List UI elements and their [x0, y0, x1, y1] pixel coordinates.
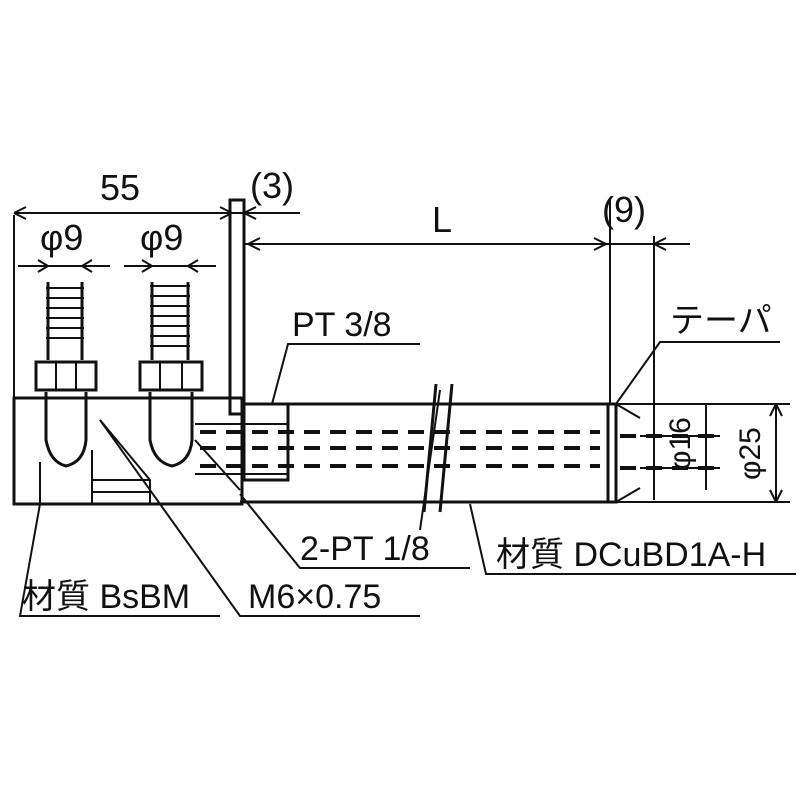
left-hose-fitting [34, 282, 98, 468]
callout-m6: M6×0.75 [99, 419, 420, 617]
dim-3-label: (3) [250, 165, 294, 206]
inner-passages [200, 430, 720, 470]
dimension-L: L [244, 199, 611, 404]
callout-body-material-label: 材質 BsBM [22, 578, 190, 616]
callout-m6-label: M6×0.75 [248, 578, 381, 616]
callout-tip-material: 材質 DCuBD1A-H [469, 503, 796, 575]
dim-phi9-left-label: φ9 [40, 217, 83, 258]
callout-pt38-label: PT 3/8 [292, 306, 392, 344]
dimension-phi9-left: φ9 [18, 217, 110, 273]
callout-taper-label: テーパ [670, 302, 772, 340]
callout-body-material: 材質 BsBM [18, 503, 220, 617]
dim-phi25-label: φ25 [734, 427, 767, 480]
dimension-phi16: φ16 [640, 404, 720, 490]
dim-9-label: (9) [602, 189, 646, 230]
dimension-phi9-right: φ9 [124, 217, 216, 273]
dimension-55: 55 [13, 167, 233, 398]
callout-2pt18: 2-PT 1/8 [239, 389, 470, 569]
dim-L-label: L [432, 199, 452, 240]
callout-pt38: PT 3/8 [271, 306, 420, 405]
callout-2pt18-label: 2-PT 1/8 [300, 530, 430, 568]
dim-phi16-label: φ16 [664, 417, 697, 470]
dimension-phi25: φ25 [616, 403, 790, 503]
dim-55-label: 55 [100, 167, 140, 208]
dim-phi9-right-label: φ9 [140, 217, 183, 258]
dimension-3: (3) [210, 165, 300, 220]
dimension-9: (9) [600, 189, 690, 500]
callout-taper: テーパ [615, 302, 780, 405]
right-hose-fitting [138, 282, 204, 468]
callout-tip-material-label: 材質 DCuBD1A-H [496, 536, 766, 574]
